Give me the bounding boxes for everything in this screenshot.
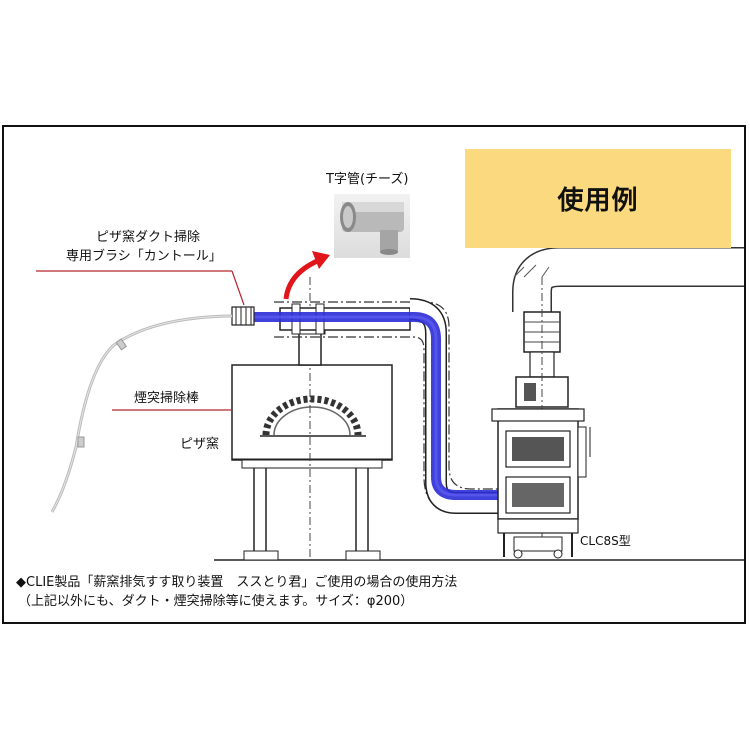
arrow-to-tee — [283, 256, 323, 300]
oven-dome — [262, 395, 362, 436]
chimney-rod-label: 煙突掃除棒 — [134, 391, 200, 406]
oven-stand — [241, 459, 383, 469]
duct-outline — [274, 301, 498, 490]
brush-label-line2: 専用ブラシ「カントール」 — [66, 249, 222, 264]
oven-body — [231, 364, 393, 461]
usage-note-line1: ◆CLIE製品「薪窯排気すす取り装置 ススとり君」ご使用の場合の使用方法 — [16, 575, 458, 590]
installation-diagram — [36, 247, 744, 561]
example-title-box: 使用例 — [465, 149, 731, 248]
model-label: CLC8S型 — [580, 534, 631, 548]
example-title: 使用例 — [557, 186, 639, 216]
brush-label-line1: ピザ窯ダクト掃除 — [96, 230, 201, 245]
tee-pipe-label: T字管(チーズ) — [326, 172, 409, 187]
usage-note-line2: （上記以外にも、ダクト・煙突掃除等に使えます。サイズ：φ200） — [18, 594, 414, 609]
diagram-frame: T字管(チーズ) ピザ窯ダクト掃除 専用ブラシ「カントール」 煙突掃除棒 ピザ窯… — [2, 125, 746, 624]
pizza-oven-label: ピザ窯 — [180, 437, 220, 452]
tee-pipe-photo — [334, 194, 410, 258]
chimney-rod — [50, 314, 233, 513]
usage-note: ◆CLIE製品「薪窯排気すす取り装置 ススとり君」ご使用の場合の使用方法 （上記… — [16, 573, 457, 611]
